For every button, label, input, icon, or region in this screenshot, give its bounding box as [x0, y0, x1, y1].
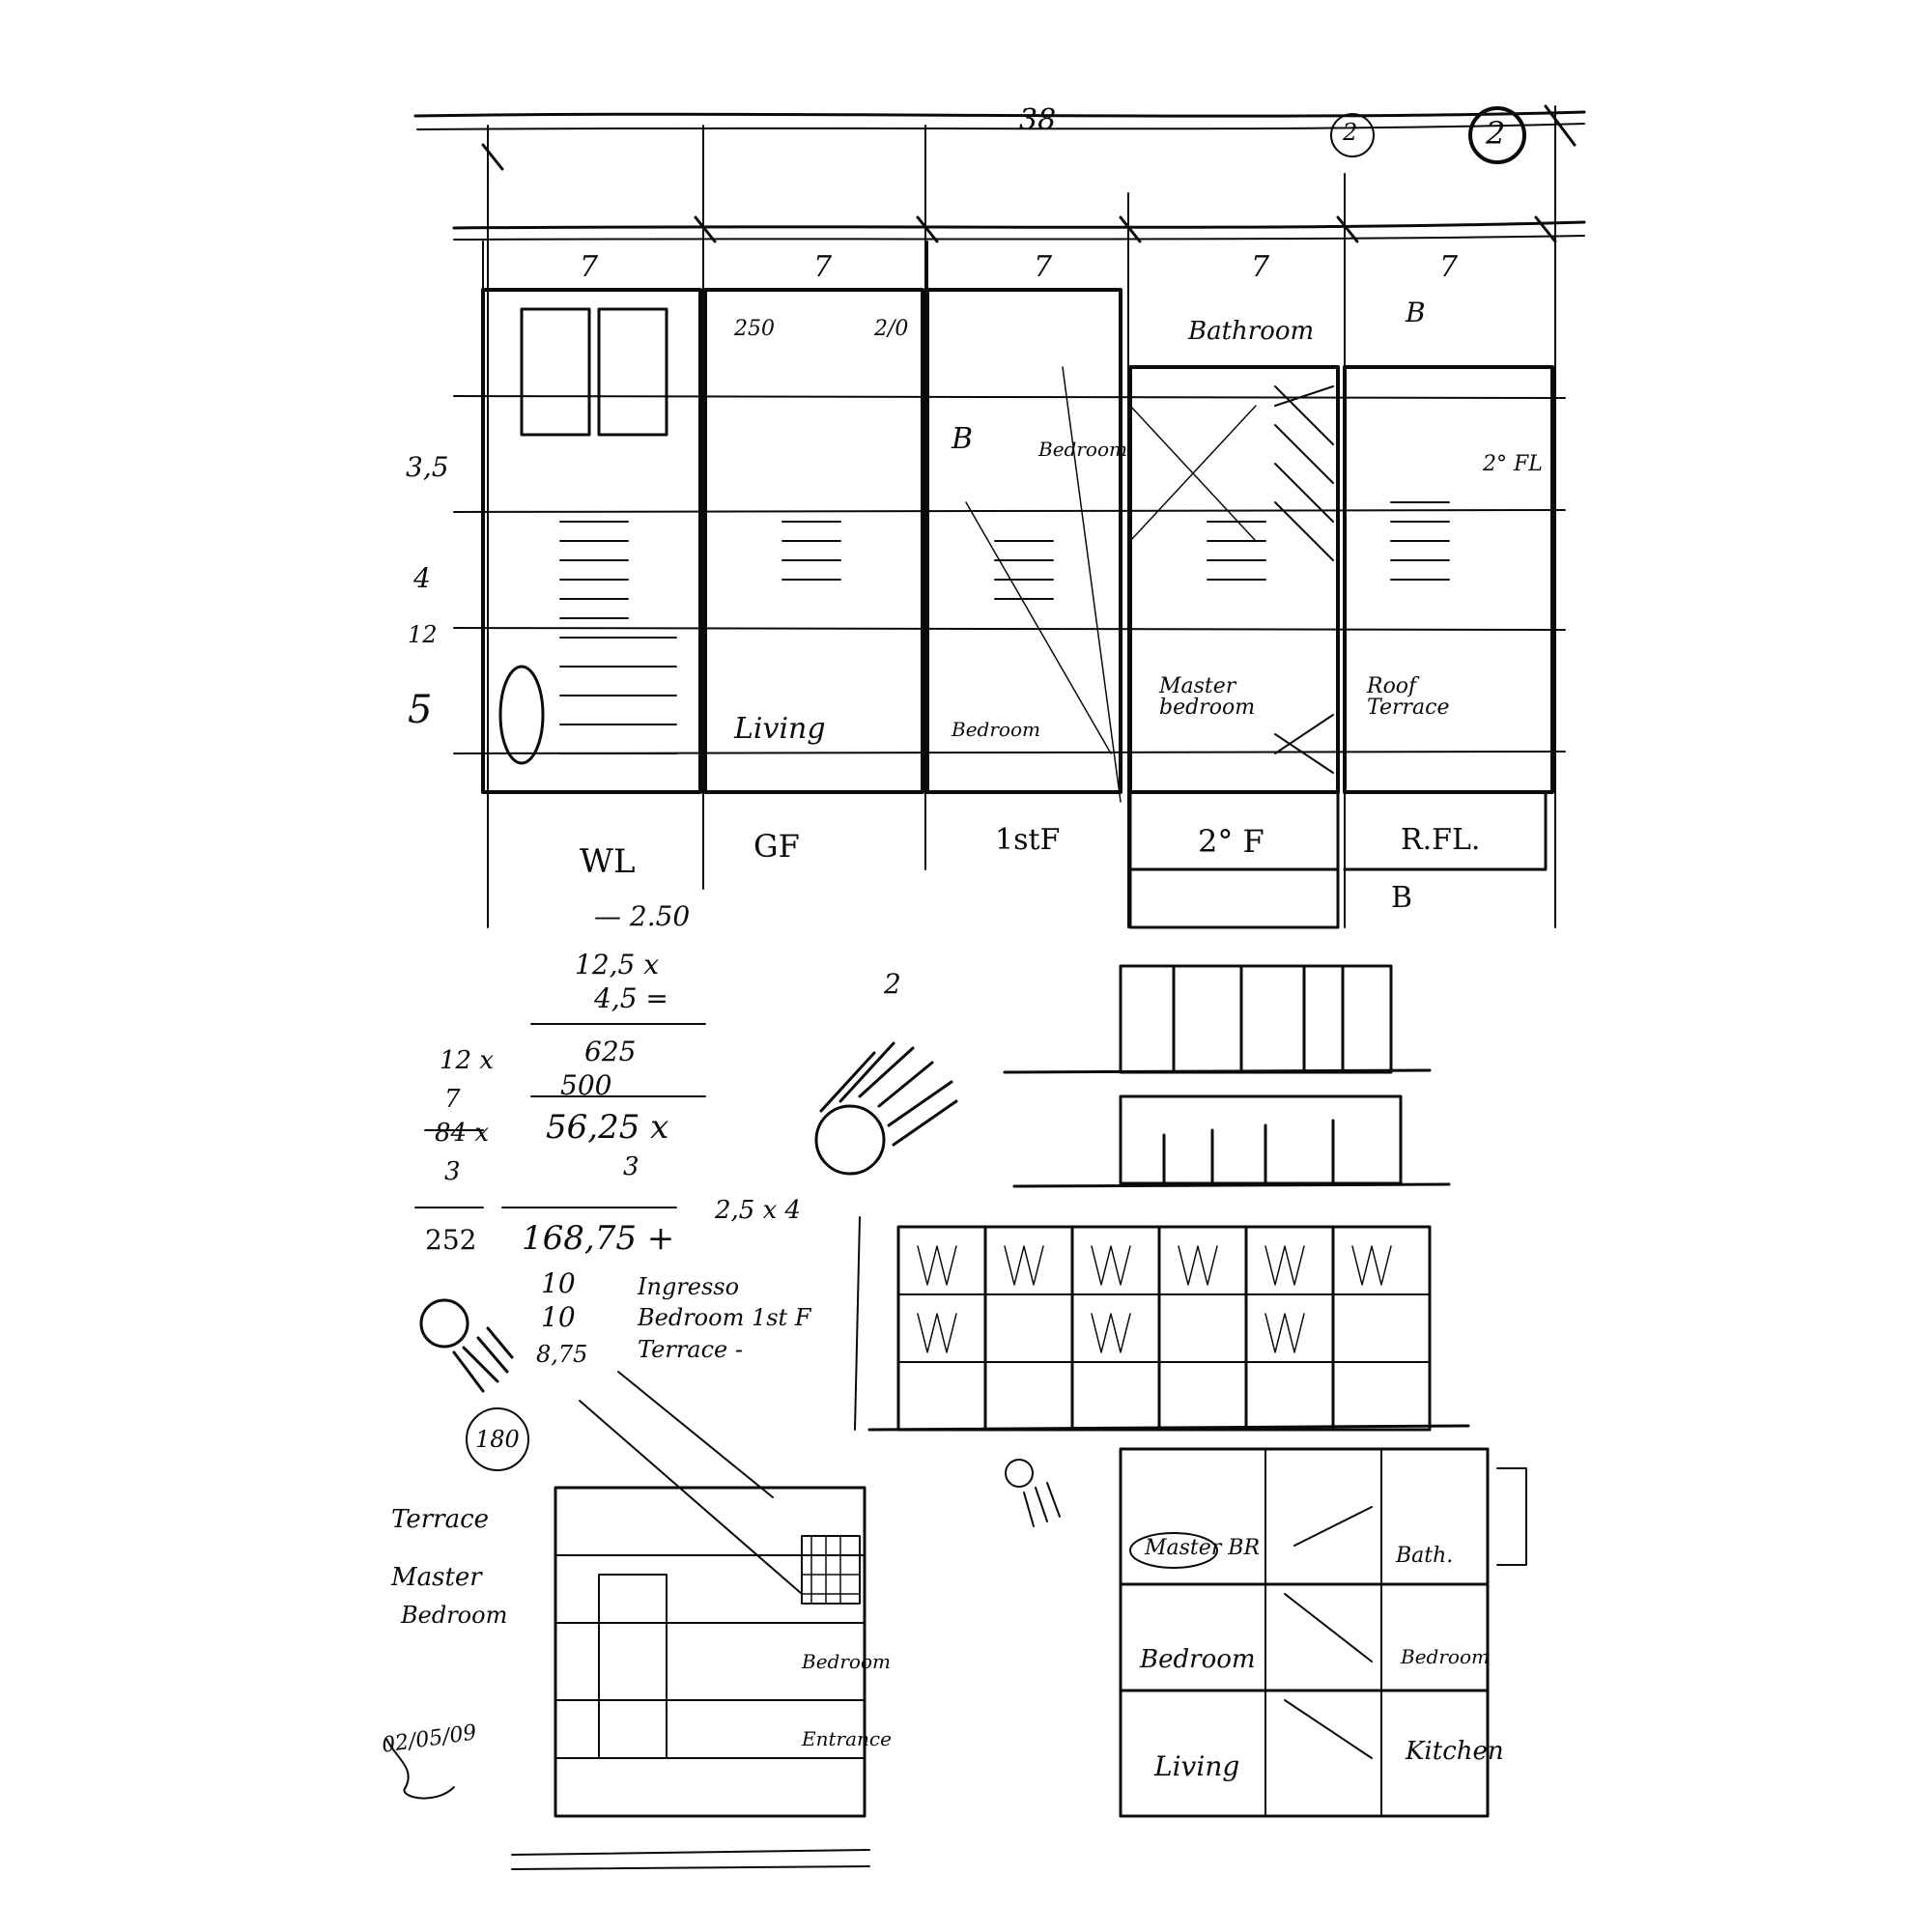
floor-label: R.FL. — [1401, 823, 1481, 857]
plan-label: B — [952, 422, 974, 456]
calc-line: 625 — [584, 1036, 637, 1067]
calc-line: 500 — [560, 1069, 612, 1101]
section-label: Bedroom — [802, 1650, 891, 1673]
sun-label: 180 — [475, 1426, 520, 1453]
grid-marker: 2 — [1343, 119, 1358, 146]
plan-label: Bathroom — [1188, 317, 1315, 346]
signature — [385, 1738, 455, 1800]
floor-plan-2f — [1128, 365, 1340, 794]
calc-line: Ingresso — [638, 1273, 740, 1300]
calc-line: 252 — [425, 1224, 477, 1256]
plan-label: B — [1406, 297, 1426, 328]
sun-icon-2 — [419, 1298, 529, 1471]
calc-line: Terrace - — [638, 1336, 743, 1363]
calc-line: 56,25 x — [546, 1108, 669, 1147]
dimension-line-top — [413, 110, 1586, 118]
sub-dimension: 250 — [734, 317, 775, 341]
side-dimension: 12 — [408, 621, 438, 648]
module-dimension: 7 — [1439, 250, 1459, 284]
stair-hatching — [559, 501, 1450, 619]
calc-line: — 2.50 — [594, 900, 691, 932]
section-label: Bath. — [1396, 1544, 1454, 1568]
calc-line: 12 x — [440, 1046, 495, 1075]
plan-label: 2° FL — [1483, 452, 1543, 476]
section-label: Bedroom — [401, 1602, 508, 1629]
elevation-3 — [867, 1225, 1470, 1432]
calc-line: 3 — [444, 1157, 461, 1186]
calc-line: 8,75 — [536, 1341, 588, 1368]
floor-plan-gf — [703, 288, 924, 794]
grid-marker-circle — [1330, 113, 1375, 157]
section-label: Master — [391, 1563, 482, 1592]
calc-line: 10 — [541, 1301, 576, 1333]
sun-label: 2 — [884, 968, 901, 1000]
side-dimension: 3,5 — [406, 451, 449, 483]
floor-plan-1f — [925, 288, 1122, 794]
floor-label: GF — [753, 828, 800, 865]
floor-label: 2° F — [1198, 823, 1264, 860]
calc-line: 7 — [444, 1085, 461, 1114]
section-label: Master BR — [1145, 1536, 1261, 1560]
calc-line: 12,5 x — [575, 949, 660, 980]
side-dimension: 4 — [413, 562, 431, 594]
side-dimension: 5 — [408, 688, 433, 732]
grid-marker: 2 — [1486, 115, 1506, 152]
elevation-1 — [1003, 964, 1432, 1074]
floor-plan-wl — [481, 288, 702, 794]
floor-label: WL — [580, 842, 636, 881]
section-label: Kitchen — [1406, 1737, 1504, 1766]
section-label: Bedroom — [1401, 1645, 1490, 1668]
calc-line: Bedroom 1st F — [638, 1304, 811, 1331]
module-dimension: 7 — [813, 250, 833, 284]
grid-marker-circle — [1468, 106, 1526, 164]
elevation-2 — [1012, 1094, 1451, 1188]
calc-line: 4,5 = — [594, 982, 668, 1014]
calc-rule — [414, 1023, 706, 1208]
calc-line: 168,75 + — [522, 1219, 675, 1258]
plan-label: Bedroom — [952, 718, 1040, 741]
section-label: Entrance — [802, 1727, 892, 1750]
plan-label: Bedroom — [1038, 438, 1127, 461]
calc-line: 3 — [623, 1152, 639, 1181]
sun-icon-3 — [1005, 1459, 1061, 1527]
top-dimension: 38 — [1019, 103, 1057, 137]
section-label: Terrace — [391, 1505, 490, 1534]
module-dimension: 7 — [580, 250, 599, 284]
oval-table — [498, 665, 545, 765]
section-right — [1119, 1447, 1527, 1818]
section-left — [511, 1371, 870, 1870]
calc-line: 84 x — [435, 1119, 490, 1148]
calc-line: 10 — [541, 1267, 576, 1299]
section-label: Living — [1154, 1750, 1240, 1782]
floor-label: B — [1391, 881, 1413, 915]
module-dimension: 7 — [1034, 250, 1053, 284]
floor-label: 1stF — [995, 823, 1061, 857]
sun-icon-1 — [814, 1041, 958, 1431]
plan-label: Roof Terrace — [1367, 674, 1450, 720]
plan-label: Master bedroom — [1159, 674, 1256, 720]
module-dimension: 7 — [1251, 250, 1270, 284]
sub-dimension: 2/0 — [874, 317, 909, 341]
plan-label: Living — [734, 712, 826, 746]
section-label: Bedroom — [1140, 1645, 1256, 1674]
calc-line: 2,5 x 4 — [715, 1196, 802, 1225]
dimension-line-modules — [452, 220, 1586, 230]
